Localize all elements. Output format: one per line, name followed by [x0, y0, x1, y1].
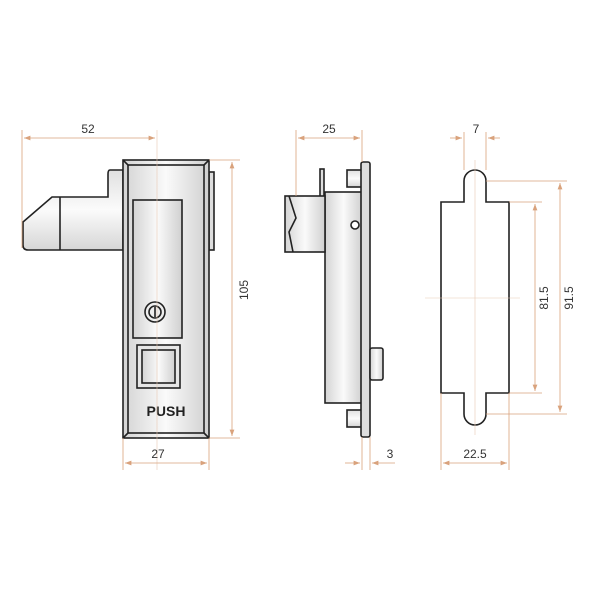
mount-plate — [360, 161, 371, 438]
front-view: PUSH 52 105 27 — [21, 122, 251, 470]
dim-plate-thickness: 3 — [387, 447, 394, 461]
dim-body-height: 81.5 — [537, 286, 551, 310]
dim-cutout-width: 22.5 — [463, 447, 487, 461]
side-view: 25 3 — [284, 122, 395, 470]
dim-tab-width: 7 — [473, 122, 480, 136]
dim-handle-reach: 52 — [81, 122, 95, 136]
handle-lever — [22, 169, 124, 251]
handle-window — [132, 199, 183, 339]
dim-height: 105 — [237, 280, 251, 300]
dim-total-height: 91.5 — [562, 286, 576, 310]
cutout-view: 7 81.5 91.5 22.5 — [425, 122, 576, 470]
dim-width: 27 — [151, 447, 165, 461]
push-button — [136, 344, 181, 389]
push-label: PUSH — [147, 403, 186, 419]
key-cylinder-icon — [144, 301, 166, 323]
dim-depth: 25 — [322, 122, 336, 136]
